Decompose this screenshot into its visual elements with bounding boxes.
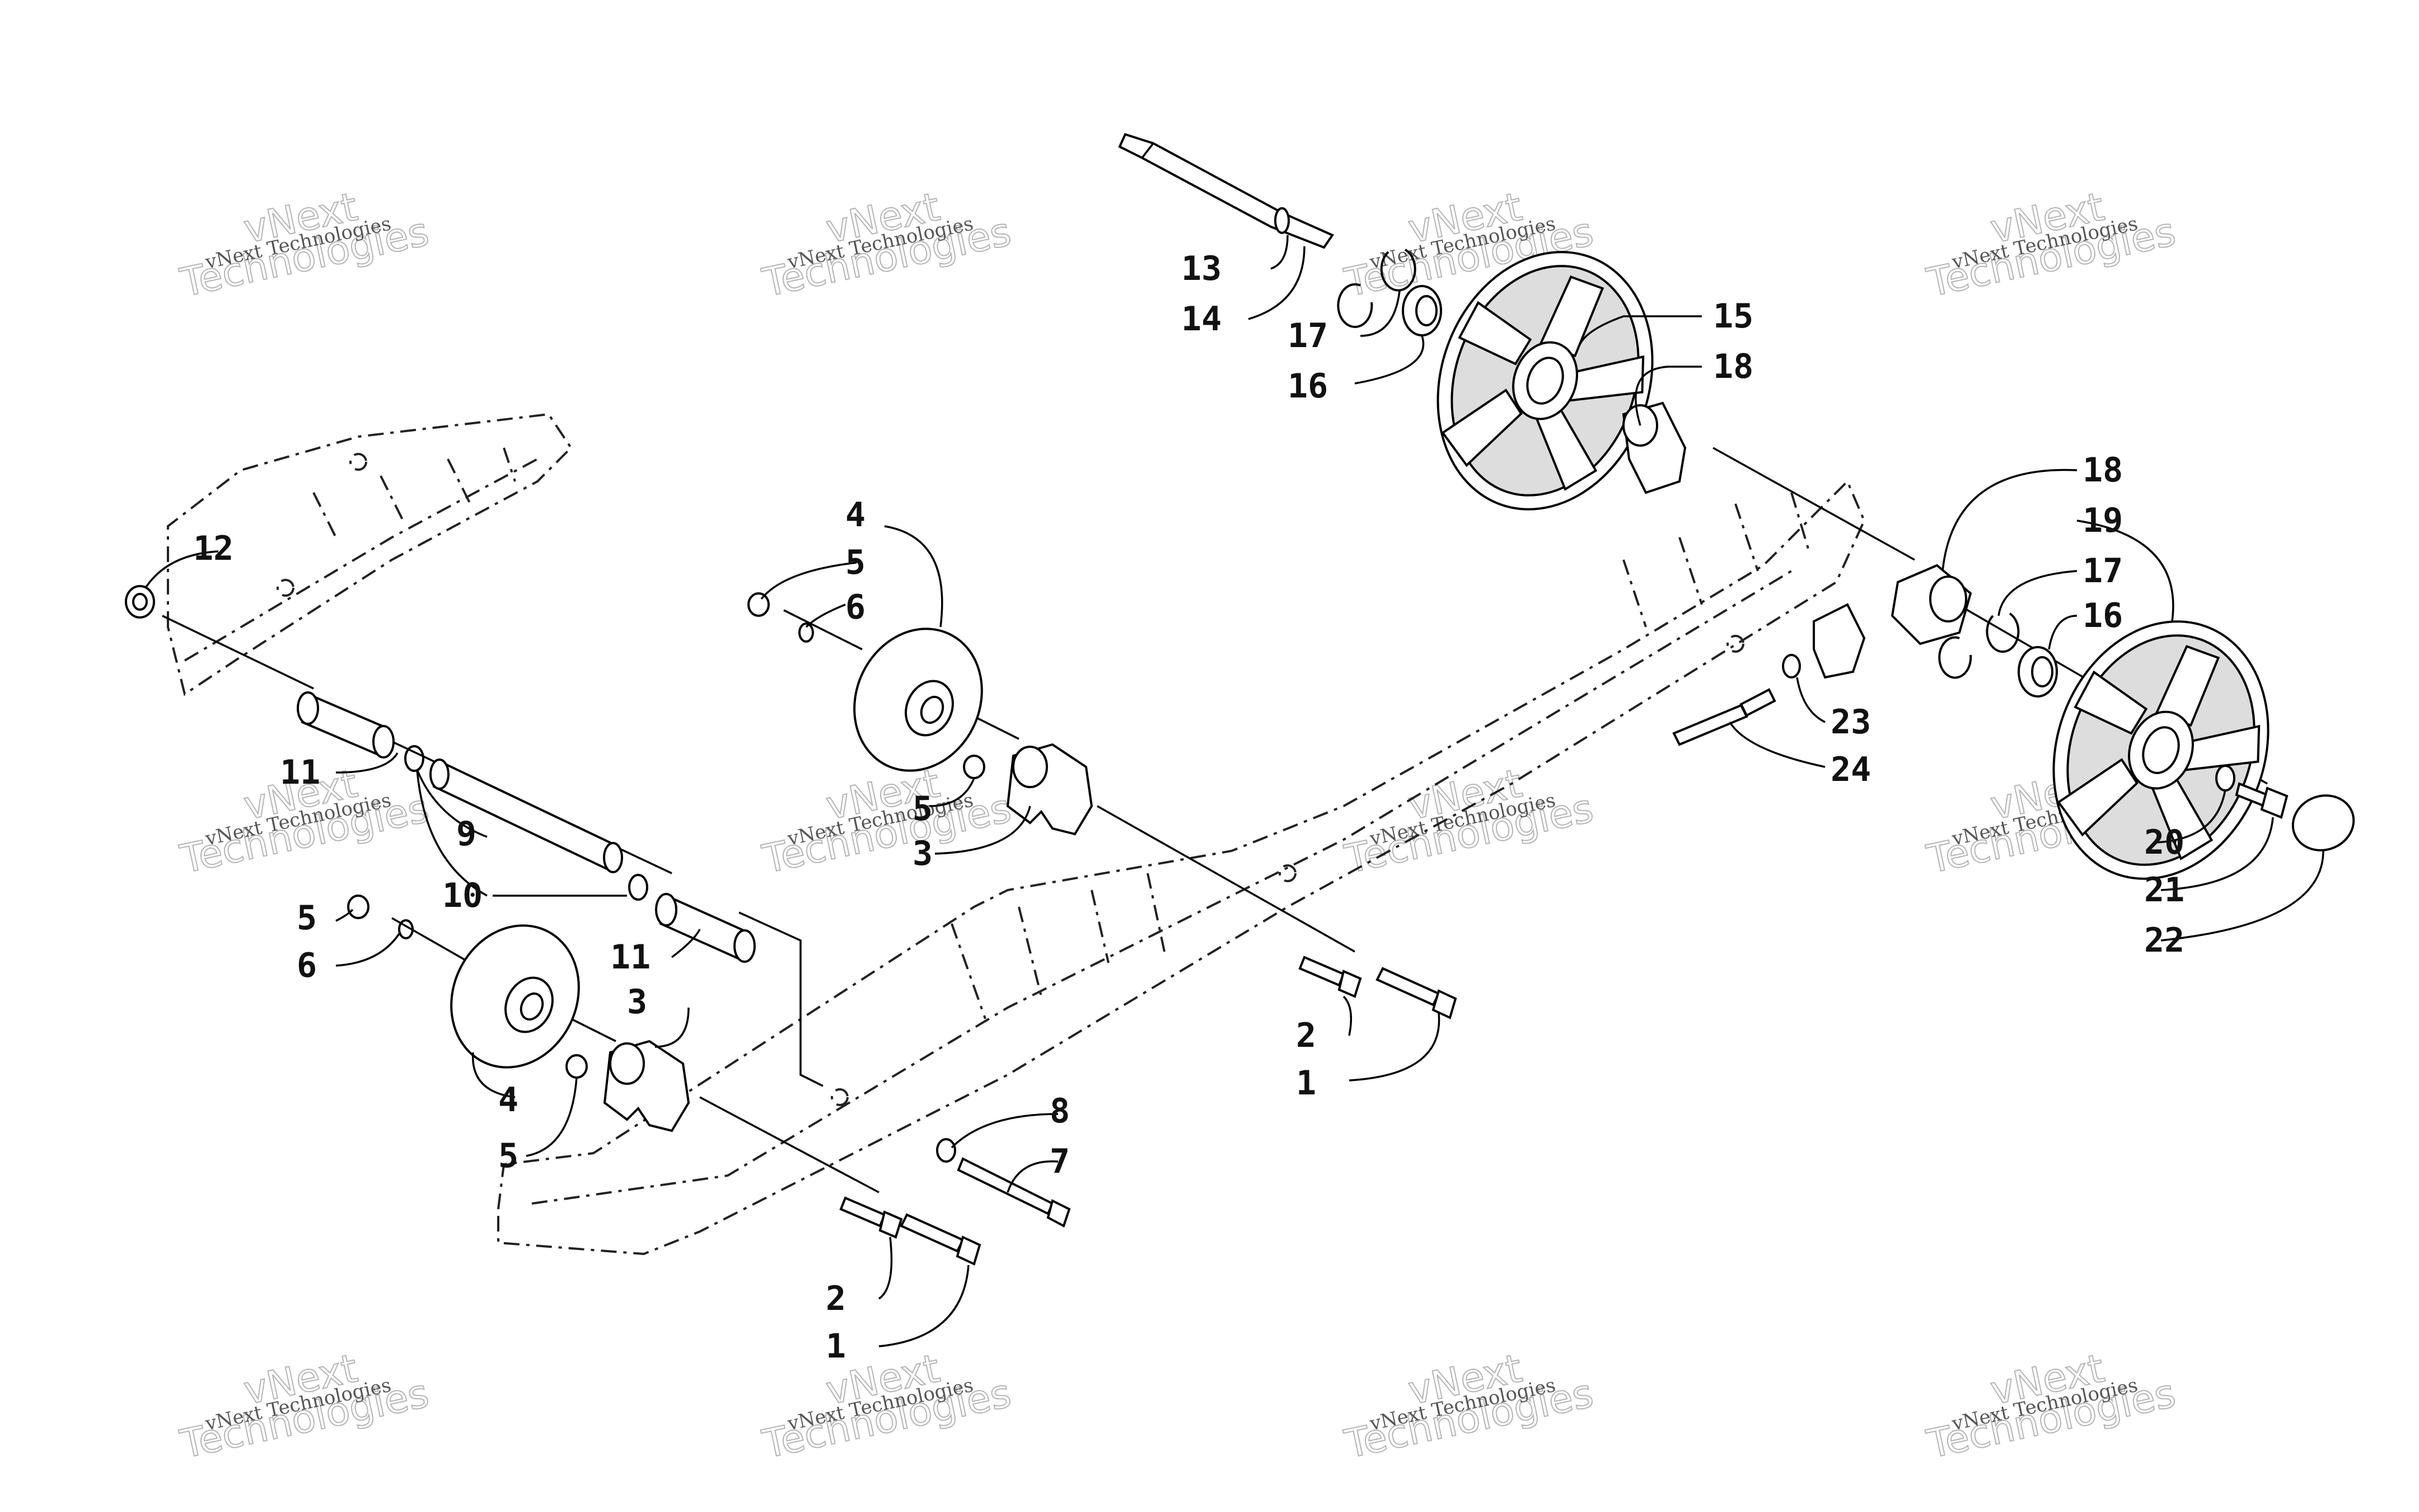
callout-7: 7: [1050, 1142, 1070, 1181]
callout-16-right: 16: [2083, 596, 2123, 635]
callout-4-mid: 4: [845, 495, 865, 535]
callout-11-upper: 11: [280, 753, 320, 792]
leader-lines: [144, 235, 2324, 1347]
idler-wheel-15: [1437, 251, 1654, 511]
callout-15: 15: [1713, 297, 1753, 336]
callout-18-right: 18: [2083, 451, 2123, 490]
callout-2-left: 2: [826, 1279, 846, 1318]
upper-shaft: [1118, 133, 1335, 249]
callout-18-upper: 18: [1713, 347, 1753, 386]
callout-24: 24: [1831, 750, 1871, 789]
wheel-4-left: [450, 924, 580, 1069]
snap-ring-right: [1938, 612, 2020, 679]
callout-6-left: 6: [297, 946, 317, 985]
axle-bracket: [1813, 603, 1866, 679]
wheel-4-mid: [853, 628, 983, 772]
nut-23: [1782, 654, 1801, 678]
nut-5-mid-bottom: [963, 755, 985, 779]
bolt-2-mid: [1298, 956, 1362, 998]
callout-17-upper: 17: [1288, 316, 1328, 355]
ring-10-left: [404, 745, 424, 772]
callout-3-mid: 3: [913, 834, 933, 873]
callout-22: 22: [2144, 921, 2184, 960]
callout-14: 14: [1181, 299, 1222, 339]
spacer-18-lower: [1891, 564, 1972, 645]
snap-ring-upper: [1337, 249, 1416, 328]
washer-8: [936, 1138, 956, 1163]
bolt-1-mid: [1375, 967, 1457, 1019]
bolt-7: [957, 1157, 1071, 1228]
callout-5-left-bottom: 5: [498, 1136, 518, 1176]
callout-3-left: 3: [627, 982, 647, 1022]
callout-5-mid-bottom: 5: [913, 789, 933, 828]
callout-16-upper: 16: [1288, 367, 1328, 406]
nut-5-mid-top: [747, 592, 770, 617]
callout-1-mid: 1: [1296, 1064, 1316, 1103]
callout-1-left: 1: [826, 1327, 846, 1366]
spacer-18-upper: [1622, 401, 1687, 494]
callout-8: 8: [1050, 1092, 1070, 1131]
callout-11-lower: 11: [610, 938, 651, 977]
cap-22: [2291, 794, 2355, 851]
washer-6-mid: [798, 622, 814, 643]
callout-5-left-top: 5: [297, 898, 317, 938]
callout-23: 23: [1831, 703, 1871, 742]
front-rail-frame: [497, 479, 1866, 1256]
callout-21: 21: [2144, 870, 2184, 910]
nut-5-left-top: [347, 895, 369, 919]
callout-9: 9: [456, 814, 476, 854]
spacer-11-upper: [297, 691, 395, 759]
bracket-3-mid: [1006, 743, 1093, 836]
tube-9: [429, 759, 623, 873]
callout-5-mid-top: 5: [845, 543, 865, 582]
ring-10-right: [628, 874, 648, 901]
bolt-2-left: [839, 1196, 903, 1239]
bolt-21: [2235, 782, 2289, 819]
callout-19: 19: [2083, 501, 2123, 540]
callout-17-right: 17: [2083, 551, 2123, 591]
callout-10: 10: [442, 876, 483, 915]
bearing-upper: [1402, 285, 1442, 336]
callout-6-mid: 6: [845, 588, 865, 627]
washer-6-left: [398, 919, 414, 939]
washer-20: [2215, 765, 2235, 792]
nut-12: [125, 585, 155, 619]
callout-4-left: 4: [498, 1080, 518, 1120]
callout-12: 12: [193, 529, 233, 568]
rear-rail-frame: [167, 413, 573, 696]
spacer-11-lower: [655, 893, 756, 963]
bolt-1-left: [900, 1213, 981, 1266]
bolt-24: [1672, 688, 1776, 746]
callout-20: 20: [2144, 823, 2184, 862]
callout-13: 13: [1181, 249, 1222, 288]
idler-wheel-19: [2052, 620, 2270, 880]
callout-2-mid: 2: [1296, 1016, 1316, 1055]
bracket-3-left: [603, 1040, 690, 1132]
nut-5-left-bottom: [565, 1054, 588, 1079]
bearing-right: [2018, 646, 2058, 698]
callout-labels: 13 14 17 16 15 18 18 19 17 16 23 24 20 2…: [193, 249, 2184, 1366]
